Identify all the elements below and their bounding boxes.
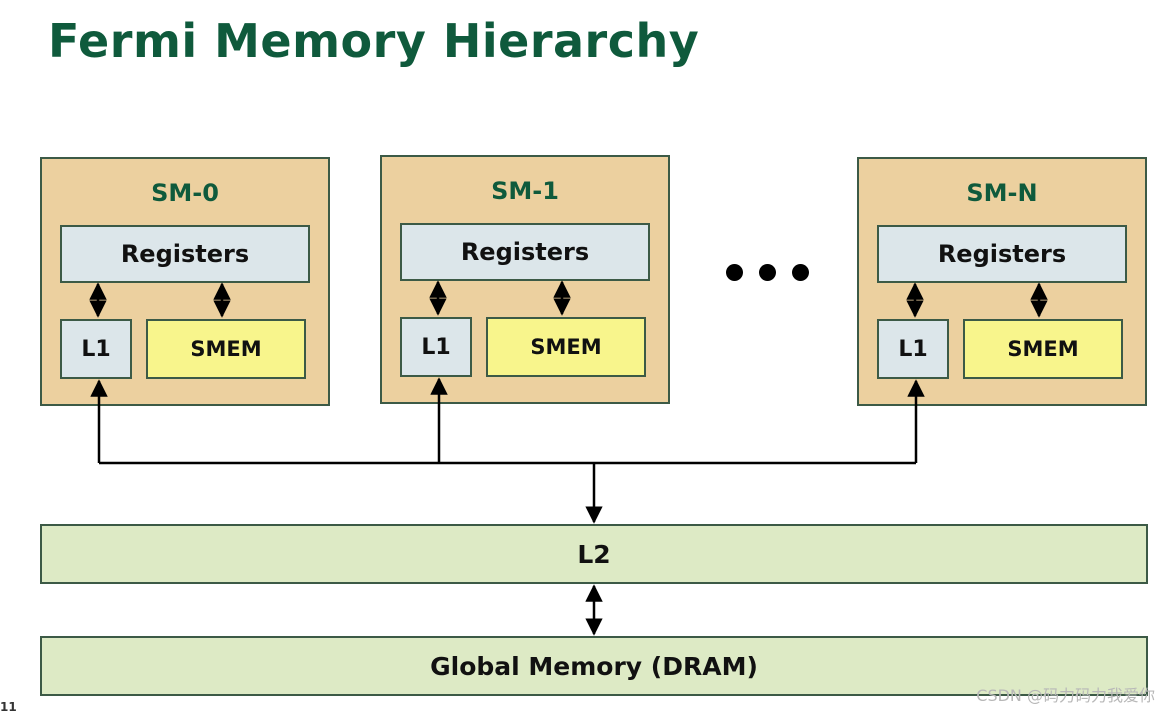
ellipsis-dot — [759, 264, 776, 281]
sm-n-block: SM-N Registers L1 SMEM — [857, 157, 1147, 406]
sm-n-label: SM-N — [966, 179, 1038, 207]
sm-1-l1-cache: L1 — [400, 317, 472, 377]
ellipsis-dot — [792, 264, 809, 281]
global-memory: Global Memory (DRAM) — [40, 636, 1148, 696]
ellipsis-dot — [726, 264, 743, 281]
sm-1-label: SM-1 — [491, 177, 559, 205]
sm-n-l1-cache: L1 — [877, 319, 949, 379]
page-number: 11 — [0, 700, 17, 714]
sm-0-l1-cache: L1 — [60, 319, 132, 379]
sm-n-shared-memory: SMEM — [963, 319, 1123, 379]
slide-title: Fermi Memory Hierarchy — [48, 14, 700, 68]
sm-0-block: SM-0 Registers L1 SMEM — [40, 157, 330, 406]
sm-0-shared-memory: SMEM — [146, 319, 306, 379]
l2-cache: L2 — [40, 524, 1148, 584]
sm-1-shared-memory: SMEM — [486, 317, 646, 377]
sm-0-label: SM-0 — [151, 179, 219, 207]
ellipsis-icon — [724, 264, 814, 284]
csdn-watermark: CSDN @码力码力我爱你 — [976, 686, 1155, 705]
sm-0-registers: Registers — [60, 225, 310, 283]
sm-1-registers: Registers — [400, 223, 650, 281]
sm-n-registers: Registers — [877, 225, 1127, 283]
sm-1-block: SM-1 Registers L1 SMEM — [380, 155, 670, 404]
